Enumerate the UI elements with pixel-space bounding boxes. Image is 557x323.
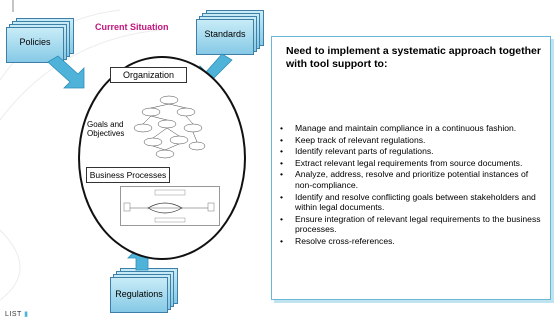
- process-model-diagram: [120, 186, 220, 226]
- arrow-from-policies-icon: [47, 55, 85, 89]
- regulations-document-stack: Regulations: [110, 268, 182, 318]
- list-item: •Identify relevant parts of regulations.: [280, 146, 434, 157]
- requirements-list: •Manage and maintain compliance in a con…: [278, 123, 546, 248]
- list-item: •Analyze, address, resolve and prioritiz…: [280, 169, 529, 190]
- list-item: •Resolve cross-references.: [280, 235, 395, 246]
- list-item: •Manage and maintain compliance in a con…: [280, 123, 517, 133]
- standards-document-stack: Standards: [196, 10, 268, 60]
- regulations-label: Regulations: [115, 289, 163, 299]
- policies-document-stack: Policies: [6, 18, 78, 68]
- list-logo-text: LIST: [5, 311, 22, 318]
- list-logo: LIST ▮: [5, 311, 29, 318]
- list-item: •Ensure integration of relevant legal re…: [280, 213, 541, 235]
- list-item: •Identify and resolve conflicting goals …: [280, 191, 536, 213]
- list-item: •Keep track of relevant regulations.: [280, 134, 426, 145]
- diagram-title: Current Situation: [95, 22, 169, 32]
- list-item: •Extract relevant legal requirements fro…: [280, 157, 523, 168]
- business-processes-box: Business Processes: [86, 167, 170, 183]
- panel-heading: Need to implement a systematic approach …: [286, 45, 541, 70]
- goals-objectives-box: Goals and Objectives: [83, 108, 133, 150]
- goal-model-diagram: [133, 95, 206, 159]
- policies-label: Policies: [19, 37, 51, 47]
- organization-box: Organization: [110, 67, 187, 83]
- goals-objectives-label: Goals and Objectives: [87, 120, 125, 138]
- standards-label: Standards: [204, 29, 246, 39]
- requirements-panel: Need to implement a systematic approach …: [271, 36, 551, 300]
